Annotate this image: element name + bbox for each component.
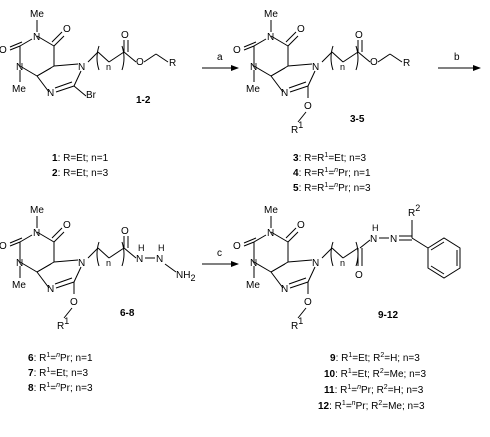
compound-3-5-structure: Me O N O N Me N N O R1 n O O R (233, 9, 410, 136)
atom-n3: N (250, 62, 257, 73)
compound-1-2-structure: Me O N O N Me N N Br n O O R (0, 9, 176, 101)
legend-3-5: 3: R=R1=Et; n=3 4: R=R1=nPr; n=1 5: R=R1… (293, 152, 371, 194)
legend-row-3: 3: R=R1=Et; n=3 (293, 152, 367, 164)
atom-o-carbonyl: O (355, 270, 363, 281)
legend-row-10: 10: R1=Et; R2=Me; n=3 (324, 368, 426, 380)
atom-r: R (169, 58, 176, 69)
n-index: n (340, 258, 345, 268)
compound-label-1-2: 1-2 (136, 95, 151, 106)
atom-o-c2: O (0, 241, 7, 252)
atom-n9: N (281, 284, 288, 295)
compound-9-12-structure: Me O N O N Me N N O R1 n O N H N R2 (233, 203, 461, 332)
legend-row-9: 9: R1=Et; R2=H; n=3 (330, 352, 420, 364)
atom-n7: N (312, 62, 319, 73)
n-index: n (106, 62, 111, 72)
legend-row-7: 7: R1=Et; n=3 (28, 367, 88, 379)
compound-label-6-8: 6-8 (120, 308, 135, 319)
arrow-b-label: b (454, 52, 460, 63)
atom-n9: N (281, 88, 288, 99)
atom-o-c6: O (63, 24, 71, 35)
atom-r1: R1 (291, 120, 303, 136)
atom-o-c6: O (297, 220, 305, 231)
atom-o-carbonyl: O (121, 226, 129, 237)
atom-me-n3: Me (12, 84, 26, 95)
atom-h-hydrazide: H (158, 243, 165, 253)
atom-n7: N (78, 258, 85, 269)
legend-row-12: 12: R1=nPr; R2=Me; n=3 (318, 400, 425, 412)
atom-h-amide: H (372, 223, 379, 233)
arrow-a-label: a (217, 52, 223, 63)
legend-row-5: 5: R=R1=nPr; n=3 (293, 182, 371, 194)
atom-o-c6: O (297, 24, 305, 35)
atom-r: R (403, 58, 410, 69)
atom-o-carbonyl: O (121, 30, 129, 41)
atom-n3: N (250, 258, 257, 269)
legend-row-6: 6: R1=nPr; n=1 (28, 352, 93, 364)
n-index: n (106, 258, 111, 268)
atom-o-ether: O (304, 101, 312, 112)
atom-n7: N (312, 258, 319, 269)
atom-r1: R1 (57, 316, 69, 332)
legend-9-12: 9: R1=Et; R2=H; n=3 10: R1=Et; R2=Me; n=… (318, 352, 426, 412)
atom-o-ester: O (136, 57, 144, 68)
legend-row-2: 2: R=Et; n=3 (52, 168, 109, 179)
atom-r2: R2 (408, 203, 420, 219)
atom-n-hydrazide: N (156, 254, 163, 265)
n-index: n (340, 62, 345, 72)
atom-n-amide: N (370, 234, 377, 245)
atom-o-ether: O (70, 297, 78, 308)
atom-o-carbonyl: O (355, 30, 363, 41)
atom-o-c2: O (233, 241, 241, 252)
atom-n-amide: N (136, 254, 143, 265)
compound-label-3-5: 3-5 (350, 114, 365, 125)
legend-6-8: 6: R1=nPr; n=1 7: R1=Et; n=3 8: R1=nPr; … (28, 352, 93, 394)
atom-o-c2: O (0, 45, 7, 56)
atom-h-amide: H (138, 243, 145, 253)
atom-n3: N (16, 258, 23, 269)
atom-n9: N (47, 284, 54, 295)
atom-me-n1: Me (30, 205, 44, 216)
atom-me-n3: Me (246, 280, 260, 291)
legend-1-2: 1: R=Et; n=1 2: R=Et; n=3 (52, 153, 109, 179)
atom-r1: R1 (291, 316, 303, 332)
atom-me-n1: Me (264, 205, 278, 216)
legend-row-1: 1: R=Et; n=1 (52, 153, 109, 164)
legend-row-4: 4: R=R1=nPr; n=1 (293, 167, 371, 179)
atom-n1: N (267, 228, 274, 239)
atom-me-n1: Me (30, 9, 44, 20)
atom-o-ether: O (304, 297, 312, 308)
atom-n7: N (78, 62, 85, 73)
atom-o-c6: O (63, 220, 71, 231)
atom-n1: N (33, 32, 40, 43)
compound-label-9-12: 9-12 (378, 310, 398, 321)
atom-me-n1: Me (264, 9, 278, 20)
atom-me-n3: Me (12, 280, 26, 291)
atom-n3: N (16, 62, 23, 73)
compound-6-8-structure: Me O N O N Me N N O R1 n O N H N H NH2 (0, 205, 195, 332)
arrow-c-label: c (217, 248, 222, 259)
legend-row-11: 11: R1=nPr; R2=H; n=3 (324, 384, 424, 396)
atom-n-imine: N (390, 234, 397, 245)
atom-n1: N (33, 228, 40, 239)
atom-o-ester: O (370, 57, 378, 68)
atom-n1: N (267, 32, 274, 43)
atom-me-n3: Me (246, 84, 260, 95)
atom-n9: N (47, 88, 54, 99)
atom-br: Br (86, 90, 97, 101)
atom-o-c2: O (233, 45, 241, 56)
atom-nh2: NH2 (176, 270, 195, 283)
legend-row-8: 8: R1=nPr; n=3 (28, 382, 93, 394)
